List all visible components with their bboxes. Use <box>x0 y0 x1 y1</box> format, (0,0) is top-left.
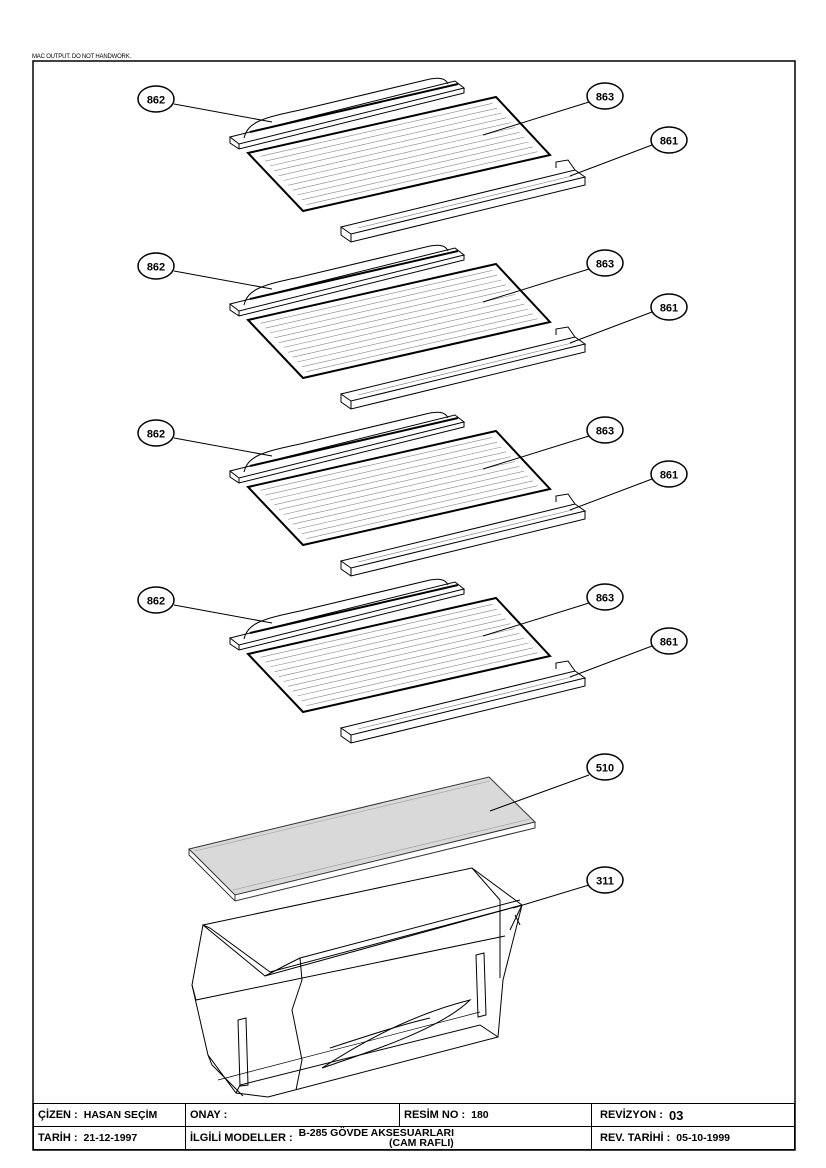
drawn-by-label: ÇİZEN : <box>38 1109 78 1121</box>
callout-bubble-rail-back-0 <box>137 85 175 113</box>
callout-bubble-rail-front-2 <box>650 460 688 488</box>
cover-plate: 510 <box>188 753 624 902</box>
leader-line-glass-2 <box>482 435 590 470</box>
revision-date-label: REV. TARİHİ : <box>600 1131 671 1144</box>
front-rail-part <box>339 326 587 410</box>
back-rail-part <box>228 244 466 317</box>
leader-line-rail-back-2 <box>173 437 273 457</box>
header-note: MAC OUTPUT. DO NOT HANDWORK. <box>32 54 131 60</box>
leader-line-311 <box>512 884 590 909</box>
callout-label-rail-front-0: 861 <box>660 136 678 148</box>
leader-line-rail-front-1 <box>569 311 653 344</box>
shelf-assemblies: 862 863 861 862 863 861 862 863 861 862 863 861 <box>137 77 688 744</box>
front-rail-part <box>339 493 587 577</box>
front-rail-part <box>339 660 587 744</box>
callout-label-rail-back-2: 862 <box>147 429 165 441</box>
related-models-subtitle: (CAM RAFLI) <box>389 1136 454 1149</box>
callout-label-311: 311 <box>596 876 614 888</box>
callout-label-rail-back-3: 862 <box>147 596 165 608</box>
drawing-number-value: 180 <box>471 1109 489 1121</box>
title-block-divider <box>34 1126 794 1127</box>
related-models-value-block: B-285 GÖVDE AKSESUARLARI (CAM RAFLI) <box>298 1126 455 1149</box>
shelf-assembly: 862 863 861 <box>137 77 688 243</box>
leader-line-rail-back-3 <box>173 604 273 624</box>
revision-date-cell: REV. TARİHİ : 05-10-1999 <box>592 1126 796 1149</box>
date-label: TARİH : <box>38 1131 78 1144</box>
revision-cell: REVİZYON : 03 <box>592 1104 796 1126</box>
shelf-assembly: 862 863 861 <box>137 578 688 744</box>
callout-label-510: 510 <box>596 763 614 775</box>
crisper-callout: 311 <box>512 866 624 909</box>
callout-bubble-rail-front-3 <box>650 627 688 655</box>
glass-shelf-part <box>246 262 552 380</box>
callout-label-rail-back-0: 862 <box>147 95 165 107</box>
drawn-by-cell: ÇİZEN : HASAN SEÇİM <box>34 1104 186 1126</box>
leader-line-glass-3 <box>482 602 590 637</box>
leader-line-rail-back-0 <box>173 103 273 123</box>
title-block: ÇİZEN : HASAN SEÇİM ONAY : RESİM NO : 18… <box>33 1103 795 1150</box>
leader-line-glass-0 <box>482 101 590 136</box>
callout-bubble-rail-back-2 <box>137 419 175 447</box>
glass-shelf-part <box>246 429 552 547</box>
callout-label-glass-3: 863 <box>596 593 614 605</box>
drawing-frame <box>32 60 796 1151</box>
related-models-value: B-285 GÖVDE AKSESUARLARI <box>298 1126 455 1139</box>
drawing-number-cell: RESİM NO : 180 <box>400 1104 592 1126</box>
callout-bubble-311 <box>586 866 624 894</box>
revision-value: 03 <box>668 1107 684 1123</box>
leader-line-510 <box>489 774 590 812</box>
callout-bubble-glass-1 <box>586 249 624 277</box>
callout-bubble-rail-back-1 <box>137 252 175 280</box>
callout-bubble-glass-2 <box>586 416 624 444</box>
callout-label-glass-1: 863 <box>596 259 614 271</box>
callout-label-rail-back-1: 862 <box>147 262 165 274</box>
callout-label-rail-front-3: 861 <box>660 637 678 649</box>
leader-line-rail-front-3 <box>569 645 653 678</box>
leader-line-rail-front-0 <box>569 144 653 177</box>
leader-line-glass-1 <box>482 268 590 303</box>
shelf-assembly: 862 863 861 <box>137 411 688 577</box>
drawing-number-label: RESİM NO : <box>404 1109 466 1121</box>
callout-label-rail-front-1: 861 <box>660 303 678 315</box>
callout-bubble-rail-front-1 <box>650 293 688 321</box>
revision-date-value: 05-10-1999 <box>676 1131 731 1144</box>
leader-line-rail-front-2 <box>569 478 653 511</box>
crisper-drawer <box>191 867 524 1098</box>
approval-cell: ONAY : <box>186 1104 400 1126</box>
date-value: 21-12-1997 <box>83 1131 138 1144</box>
callout-label-glass-0: 863 <box>596 92 614 104</box>
glass-shelf-part <box>246 596 552 714</box>
related-models-label: İLGİLİ MODELLER : <box>190 1131 293 1144</box>
shelf-assembly: 862 863 861 <box>137 244 688 410</box>
callout-bubble-rail-back-3 <box>137 586 175 614</box>
callout-bubble-glass-3 <box>586 583 624 611</box>
revision-label: REVİZYON : <box>600 1109 663 1121</box>
glass-shelf-part <box>246 95 552 213</box>
leader-line-rail-back-1 <box>173 270 273 290</box>
callout-bubble-glass-0 <box>586 82 624 110</box>
related-models-cell: İLGİLİ MODELLER : B-285 GÖVDE AKSESUARLA… <box>186 1126 592 1149</box>
drawn-by-value: HASAN SEÇİM <box>83 1109 158 1121</box>
back-rail-part <box>228 578 466 651</box>
back-rail-part <box>228 411 466 484</box>
callout-label-rail-front-2: 861 <box>660 470 678 482</box>
callout-label-glass-2: 863 <box>596 426 614 438</box>
callout-bubble-510 <box>586 753 624 781</box>
approval-label: ONAY : <box>190 1109 228 1121</box>
back-rail-part <box>228 77 466 150</box>
callout-bubble-rail-front-0 <box>650 126 688 154</box>
date-cell: TARİH : 21-12-1997 <box>34 1126 186 1149</box>
front-rail-part <box>339 159 587 243</box>
